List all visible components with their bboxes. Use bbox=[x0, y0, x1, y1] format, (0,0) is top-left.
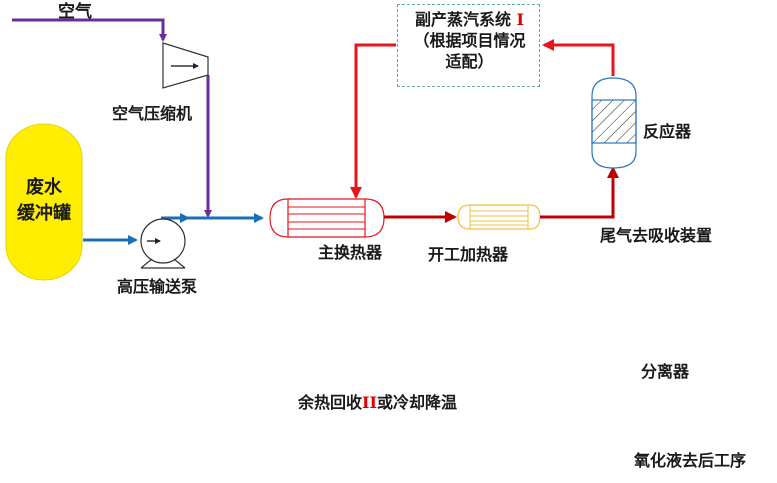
air-compressor-label: 空气压缩机 bbox=[112, 104, 193, 123]
wastewater-tank-label: 废水 缓冲罐 bbox=[6, 175, 82, 227]
steam-system-label: 副产蒸汽系统 I （根据项目情况 适配） bbox=[398, 9, 541, 72]
wastewater-tank[interactable] bbox=[5, 123, 83, 281]
steam-system-note-end: 适配） bbox=[445, 52, 494, 71]
steam-system-box[interactable]: 副产蒸汽系统 I （根据项目情况 适配） bbox=[397, 4, 540, 87]
air-stream bbox=[12, 18, 212, 218]
wastewater-stream bbox=[83, 213, 264, 245]
roman-numeral-two: II bbox=[362, 393, 377, 412]
tank-label-line1: 废水 bbox=[26, 177, 62, 198]
hp-pump-label: 高压输送泵 bbox=[117, 277, 198, 296]
reactor-label: 反应器 bbox=[643, 122, 692, 141]
tail-gas-label: 尾气去吸收装置 bbox=[600, 226, 713, 245]
catalyst-bed bbox=[591, 99, 637, 144]
heat-recovery-label-post: 或冷却降温 bbox=[376, 393, 457, 412]
steam-system-title: 副产蒸汽系统 bbox=[414, 10, 517, 29]
steam-system-note: （根据项目情况 bbox=[413, 31, 526, 50]
high-pressure-pump[interactable] bbox=[140, 218, 186, 269]
separator-label: 分离器 bbox=[641, 362, 690, 381]
air-input-label: 空气 bbox=[58, 2, 92, 22]
heat-recovery-label: 余热回收II或冷却降温 bbox=[298, 393, 457, 412]
hot-stream bbox=[350, 39, 619, 223]
main-heat-exchanger[interactable] bbox=[269, 198, 385, 238]
roman-numeral-one: I bbox=[516, 10, 525, 29]
startup-heater[interactable] bbox=[457, 204, 541, 230]
main-exchanger-label: 主换热器 bbox=[318, 243, 383, 262]
heat-recovery-label-pre: 余热回收 bbox=[298, 393, 363, 412]
air-compressor[interactable] bbox=[162, 42, 209, 89]
startup-heater-label: 开工加热器 bbox=[428, 245, 509, 264]
tank-label-line2: 缓冲罐 bbox=[17, 203, 71, 224]
reactor[interactable] bbox=[591, 77, 637, 169]
oxidized-liquid-label: 氧化液去后工序 bbox=[634, 451, 747, 470]
